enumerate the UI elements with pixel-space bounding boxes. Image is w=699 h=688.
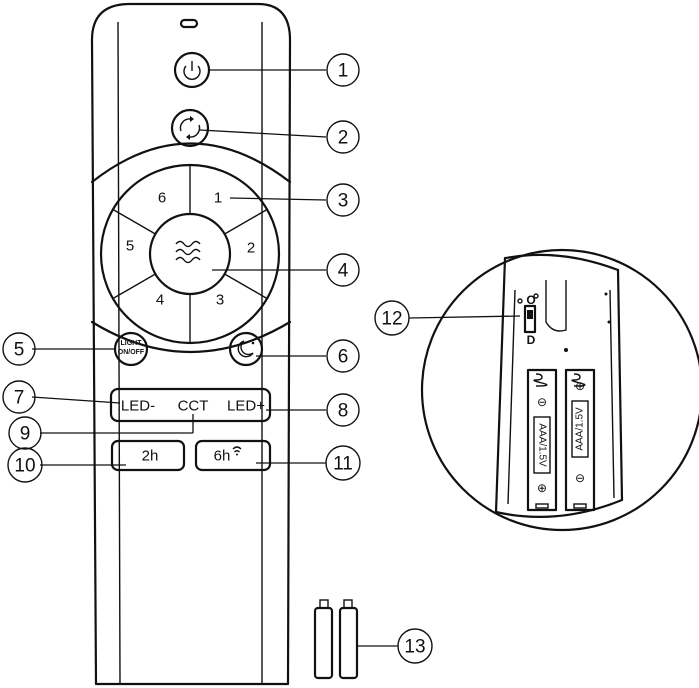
led-minus-button[interactable]: LED- bbox=[121, 398, 155, 415]
callout-12: 12 bbox=[374, 300, 410, 336]
dial-speed-3[interactable]: 3 bbox=[216, 292, 224, 309]
battery-left-plus: ⊕ bbox=[537, 481, 547, 495]
svg-text:10: 10 bbox=[14, 456, 35, 477]
callout-3: 3 bbox=[326, 183, 360, 217]
dial-speed-4[interactable]: 4 bbox=[156, 292, 164, 309]
fan-center-button[interactable] bbox=[175, 240, 201, 264]
spare-batteries bbox=[313, 599, 359, 680]
onoff-label: ON/OFF bbox=[118, 349, 145, 356]
cycle-arrows-icon bbox=[179, 116, 201, 140]
svg-text:7: 7 bbox=[14, 388, 25, 409]
callout-9: 9 bbox=[8, 416, 42, 450]
callout-8: 8 bbox=[326, 393, 360, 427]
svg-text:4: 4 bbox=[338, 261, 349, 282]
battery-slot-right bbox=[564, 368, 596, 512]
dial-speed-6[interactable]: 6 bbox=[158, 190, 166, 207]
switch-off-label: D bbox=[527, 333, 536, 347]
led-plus-button[interactable]: LED+ bbox=[227, 398, 265, 415]
svg-text:9: 9 bbox=[20, 424, 31, 445]
battery-right-plus: ⊕ bbox=[575, 379, 585, 393]
detail-slot bbox=[545, 280, 567, 332]
timer-6h-button[interactable]: 6h bbox=[194, 439, 272, 472]
svg-text:3: 3 bbox=[338, 191, 349, 212]
timer-2h-label: 2h bbox=[142, 448, 159, 465]
wifi-icon bbox=[232, 446, 242, 456]
wave-icon bbox=[175, 240, 201, 264]
detail-remote-body bbox=[494, 256, 624, 518]
callout-2: 2 bbox=[326, 120, 360, 154]
callout-1: 1 bbox=[326, 53, 360, 87]
battery-slot-left bbox=[526, 368, 558, 512]
dial-dividers bbox=[112, 165, 268, 343]
battery-left-label: AAA/1.5V bbox=[537, 423, 548, 467]
cct-button[interactable]: CCT bbox=[178, 398, 209, 415]
svg-text:1: 1 bbox=[338, 61, 349, 82]
callout-5: 5 bbox=[2, 332, 36, 366]
switch-on-label: O bbox=[526, 293, 535, 307]
callout-4: 4 bbox=[326, 253, 360, 287]
led-cct-bar: LED- CCT LED+ bbox=[109, 387, 272, 423]
svg-text:13: 13 bbox=[404, 637, 425, 658]
svg-text:11: 11 bbox=[333, 454, 353, 475]
timer-6h-label: 6h bbox=[214, 448, 231, 465]
battery-right-minus: ⊖ bbox=[575, 471, 585, 485]
lower-panel-arc bbox=[90, 320, 292, 353]
svg-text:6: 6 bbox=[338, 347, 349, 368]
callout-13: 13 bbox=[397, 628, 433, 664]
callout-6: 6 bbox=[326, 339, 360, 373]
detail-circle bbox=[420, 248, 699, 532]
battery-right-label: AAA/1.5V bbox=[575, 407, 586, 451]
callout-11: 11 bbox=[325, 445, 361, 481]
indicator-led bbox=[179, 18, 199, 29]
svg-text:2: 2 bbox=[338, 128, 349, 149]
svg-text:5: 5 bbox=[14, 340, 25, 361]
speed-dial: 1 2 3 4 5 6 bbox=[99, 163, 281, 345]
power-icon bbox=[183, 61, 201, 80]
night-mode-button[interactable] bbox=[228, 331, 264, 367]
svg-text:12: 12 bbox=[381, 309, 402, 330]
moon-icon bbox=[237, 340, 255, 358]
aaa-battery-1 bbox=[313, 606, 334, 680]
dial-speed-1[interactable]: 1 bbox=[214, 190, 222, 207]
battery-left-minus: ⊖ bbox=[537, 395, 547, 409]
detail-top-edge bbox=[504, 253, 620, 272]
aaa-battery-2 bbox=[338, 606, 359, 680]
power-slide-switch[interactable]: O D bbox=[517, 293, 537, 347]
callout-10: 10 bbox=[7, 447, 43, 483]
light-label: LIGHT bbox=[121, 340, 143, 347]
light-onoff-button[interactable]: LIGHT ON/OFF bbox=[113, 331, 149, 367]
power-button[interactable] bbox=[173, 51, 211, 89]
upper-panel-arc bbox=[90, 142, 292, 184]
mode-cycle-button[interactable] bbox=[170, 108, 210, 148]
svg-text:8: 8 bbox=[338, 401, 349, 422]
callout-leaders bbox=[31, 69, 521, 647]
timer-2h-button[interactable]: 2h bbox=[110, 439, 186, 472]
battery-detail: O D ⊖ ⊕ ⊕ ⊖ AAA/1.5V AAA/1.5V bbox=[420, 248, 699, 532]
callouts: 1 2 3 4 5 6 7 8 9 10 11 12 13 bbox=[2, 53, 433, 664]
dial-speed-5[interactable]: 5 bbox=[126, 238, 134, 255]
dial-speed-2[interactable]: 2 bbox=[247, 240, 255, 257]
callout-7: 7 bbox=[2, 380, 36, 414]
